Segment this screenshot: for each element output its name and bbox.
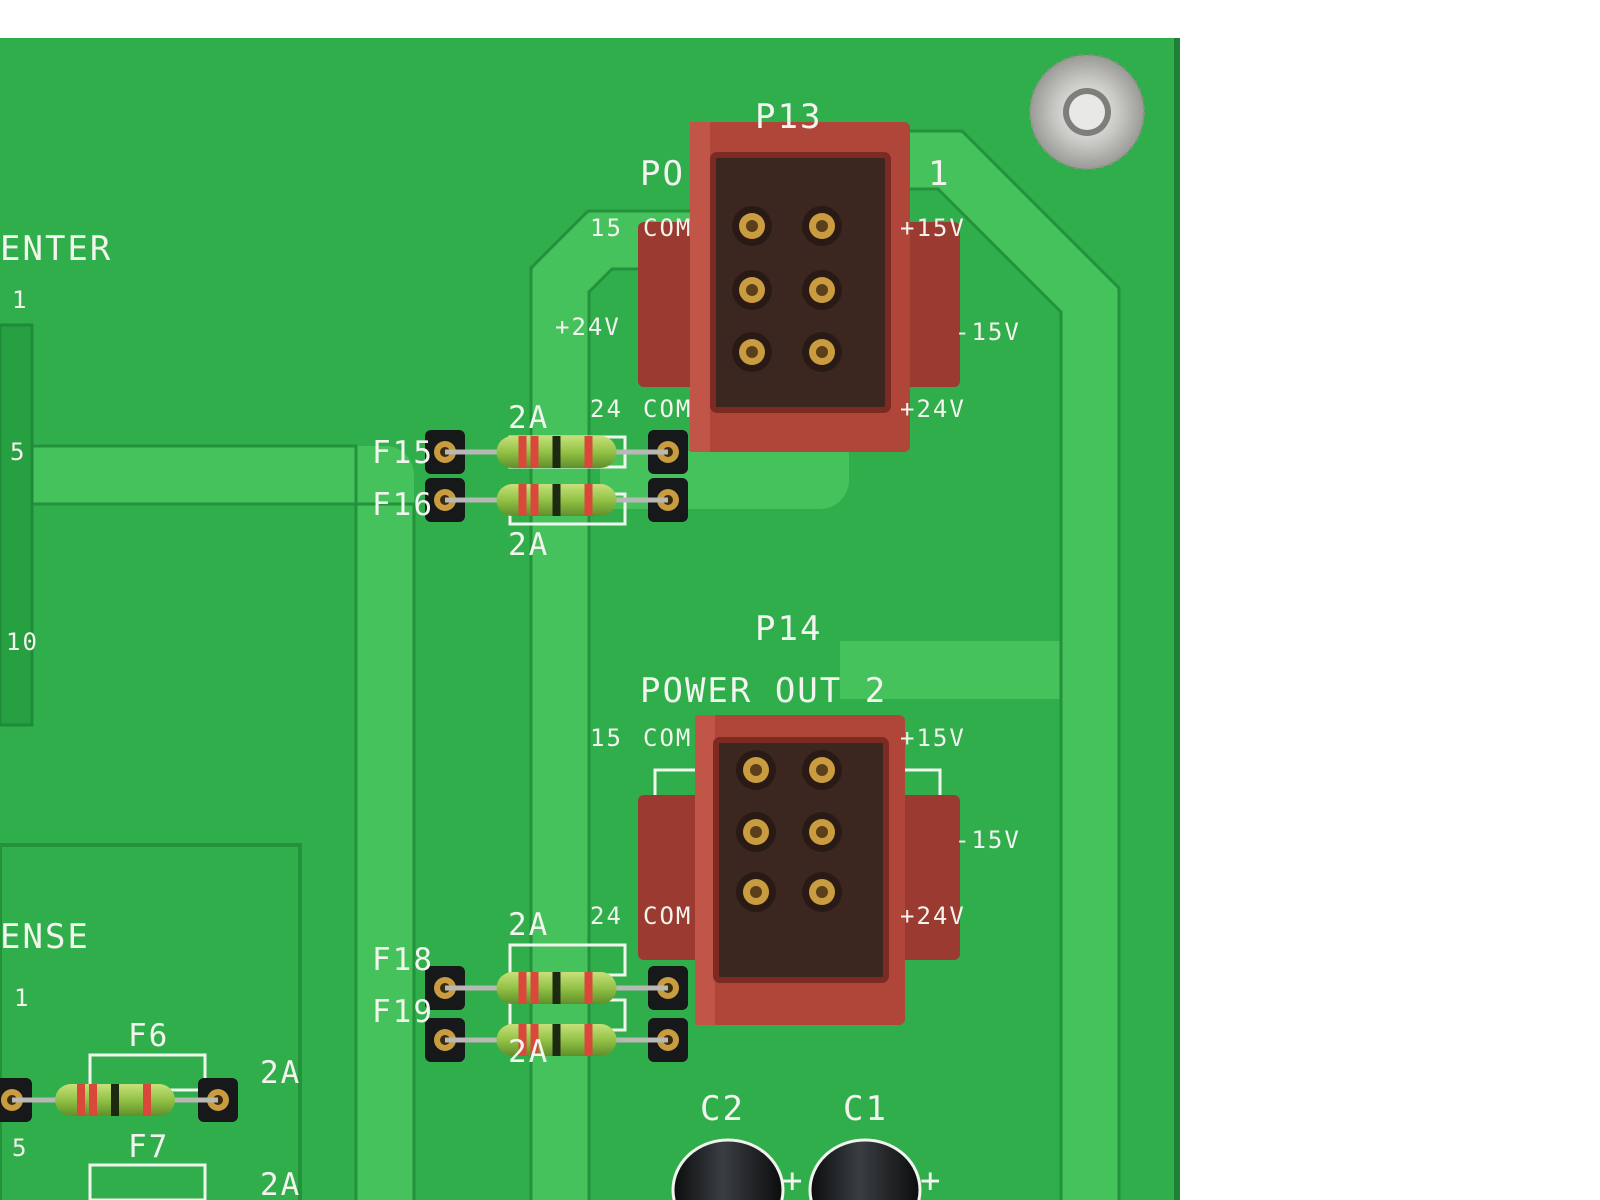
p14-connector — [638, 715, 960, 1025]
connector-pin — [736, 750, 776, 790]
label-p13-24: 24 — [590, 395, 623, 423]
fuse — [425, 1018, 688, 1062]
silkscreen-labels: P13 PO 1 15 COM +15V +24V -15V 24 COM +2… — [0, 97, 1021, 1200]
label-p14-plus15: +15V — [900, 724, 966, 752]
label-p14-com: COM — [643, 724, 692, 752]
label-p13-title-right: 1 — [928, 154, 950, 194]
label-p14-title: POWER OUT 2 — [640, 671, 887, 711]
fuse — [425, 966, 688, 1010]
fuse — [425, 430, 688, 474]
label-f6: F6 — [128, 1018, 169, 1054]
connector-pin — [802, 206, 842, 246]
label-rating-f15: 2A — [508, 400, 549, 436]
label-p13: P13 — [755, 97, 822, 137]
label-pin1-top: 1 — [12, 286, 28, 314]
fuse — [0, 1078, 238, 1122]
label-sense: ENSE — [0, 917, 90, 957]
label-p13-15: 15 — [590, 214, 623, 242]
label-pin10: 10 — [6, 628, 39, 656]
label-p13-title-left: PO — [640, 154, 685, 194]
connector-pin — [732, 332, 772, 372]
label-p14: P14 — [755, 609, 822, 649]
capacitor-c2 — [671, 1138, 785, 1200]
label-p14-com2: COM — [643, 902, 692, 930]
label-p13-plus15: +15V — [900, 214, 966, 242]
label-f16: F16 — [372, 487, 434, 523]
connector-pin — [732, 270, 772, 310]
label-c1: C1 — [843, 1089, 888, 1129]
label-cap-plus-c2: + — [782, 1161, 804, 1200]
fuses — [0, 430, 688, 1122]
label-pin5-top: 5 — [10, 438, 26, 466]
label-rating-f19: 2A — [508, 1034, 549, 1070]
label-rating-f7: 2A — [260, 1167, 301, 1200]
connector-pins — [732, 206, 842, 912]
label-pin5-bottom: 5 — [12, 1134, 28, 1162]
mounting-hole — [1029, 54, 1145, 170]
label-rating-f18: 2A — [508, 907, 549, 943]
label-c2: C2 — [700, 1089, 745, 1129]
sense-box — [0, 843, 302, 1200]
connector-pin — [802, 750, 842, 790]
connector-pin — [802, 812, 842, 852]
connector-pin — [736, 812, 776, 852]
label-p14-plus24: +24V — [900, 902, 966, 930]
label-cap-plus-c1: + — [920, 1161, 942, 1200]
connector-pin — [802, 332, 842, 372]
connector-pin — [736, 872, 776, 912]
pcb-edge-shadow — [1174, 38, 1180, 1200]
label-center: ENTER — [0, 229, 112, 269]
label-f18: F18 — [372, 942, 434, 978]
label-p13-com: COM — [643, 214, 692, 242]
fuse — [425, 478, 688, 522]
label-f15: F15 — [372, 435, 434, 471]
label-p13-plus24-left: +24V — [555, 313, 621, 341]
label-p14-minus15: -15V — [955, 826, 1021, 854]
capacitor-c1 — [808, 1138, 922, 1200]
label-p13-plus24-right: +24V — [900, 395, 966, 423]
label-p13-minus15: -15V — [955, 318, 1021, 346]
label-p13-com2: COM — [643, 395, 692, 423]
label-pin1-bottom: 1 — [14, 984, 30, 1012]
label-p14-15: 15 — [590, 724, 623, 752]
label-rating-f16: 2A — [508, 527, 549, 563]
connector-pin — [732, 206, 772, 246]
label-p14-24: 24 — [590, 902, 623, 930]
label-f19: F19 — [372, 994, 434, 1030]
connector-pin — [802, 270, 842, 310]
left-header-strip — [0, 323, 34, 727]
label-f7: F7 — [128, 1129, 169, 1165]
connector-pin — [802, 872, 842, 912]
label-rating-f6: 2A — [260, 1055, 301, 1091]
